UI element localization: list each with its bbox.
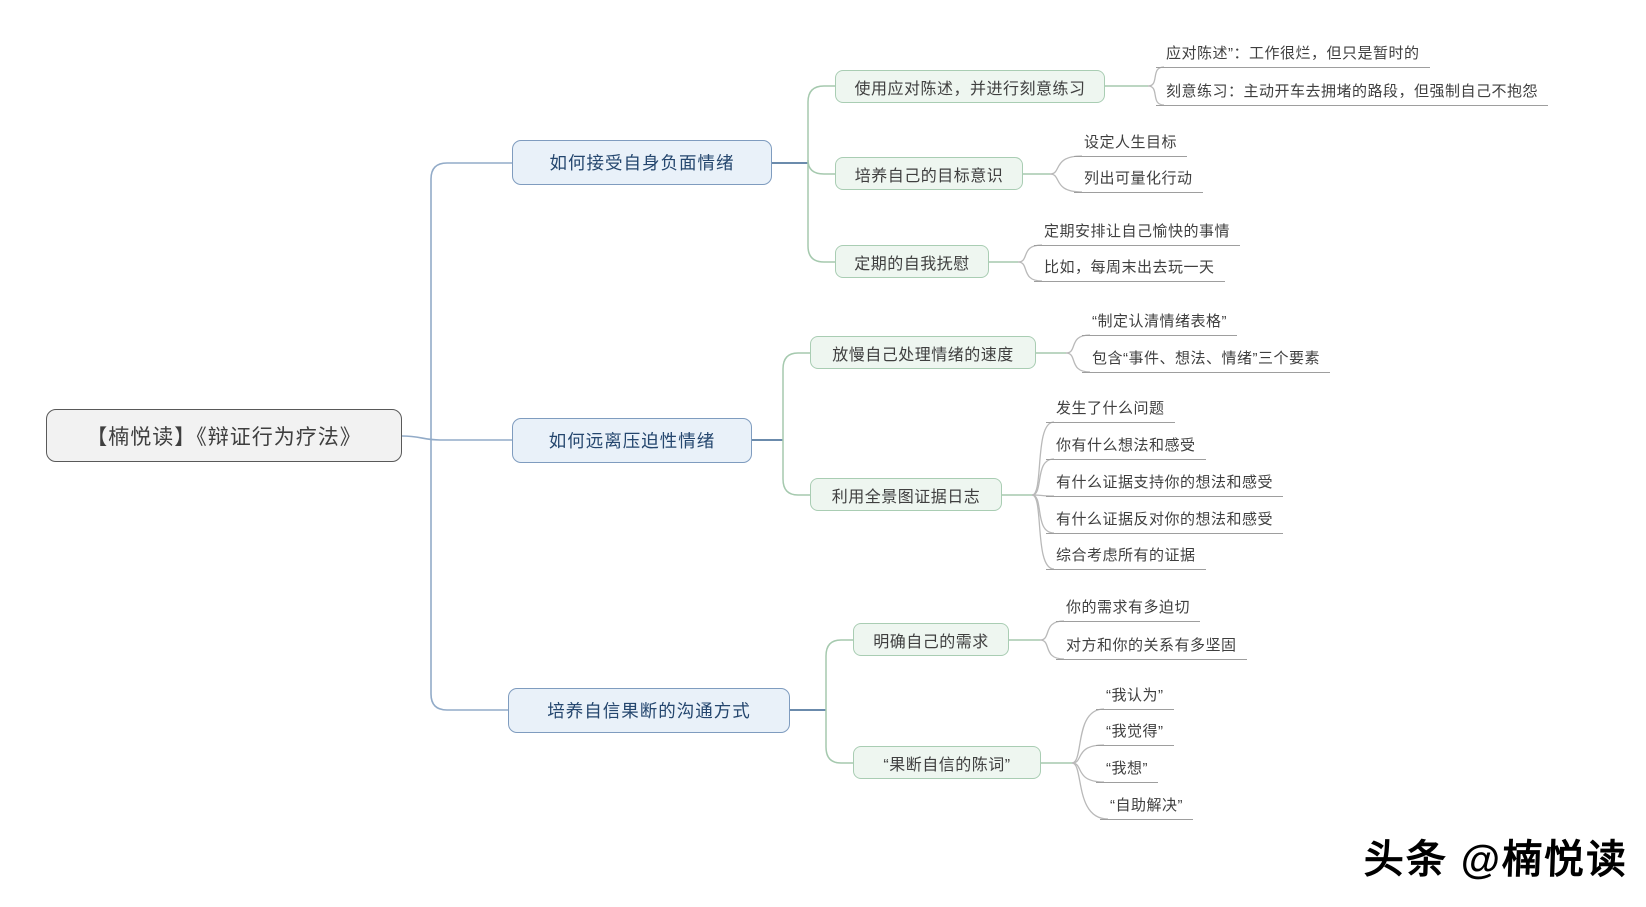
branch1-topic-trunk — [807, 85, 835, 263]
leaf-node-1-2-2[interactable]: 列出可量化行动 — [1074, 168, 1203, 193]
leaf-link — [1071, 762, 1109, 820]
leaf-link — [1071, 708, 1105, 764]
branch3-topic-trunk — [825, 639, 853, 764]
leaf-node-2-2-5[interactable]: 综合考虑所有的证据 — [1046, 545, 1206, 570]
leaf-node-1-1-1[interactable]: 应对陈述”：工作很烂，但只是暂时的 — [1156, 43, 1430, 68]
topic-links — [782, 85, 1148, 764]
branch-node-1[interactable]: 如何接受自身负面情绪 — [512, 140, 772, 185]
leaf-link — [1031, 421, 1055, 496]
leaf-link — [1017, 261, 1043, 282]
branch2-topic-trunk — [782, 352, 810, 496]
topic-node-3-1[interactable]: 明确自己的需求 — [853, 623, 1009, 656]
leaf-node-3-2-2[interactable]: “我觉得” — [1096, 721, 1174, 746]
leaf-node-2-2-2[interactable]: 你有什么想法和感受 — [1046, 435, 1206, 460]
topic-node-1-2[interactable]: 培养自己的目标意识 — [835, 157, 1023, 190]
branch-node-2[interactable]: 如何远离压迫性情绪 — [512, 418, 752, 463]
leaf-node-3-1-1[interactable]: 你的需求有多迫切 — [1056, 597, 1201, 622]
leaf-node-2-2-1[interactable]: 发生了什么问题 — [1046, 398, 1175, 423]
branch-node-3[interactable]: 培养自信果断的沟通方式 — [508, 688, 790, 733]
leaf-node-2-1-1[interactable]: “制定认清情绪表格” — [1082, 311, 1237, 336]
topic-node-3-2[interactable]: “果断自信的陈词” — [853, 746, 1041, 779]
leaf-node-1-1-2[interactable]: 刻意练习：主动开车去拥堵的路段，但强制自己不抱怨 — [1156, 81, 1549, 106]
leaf-node-2-2-3[interactable]: 有什么证据支持你的想法和感受 — [1046, 472, 1284, 497]
leaf-link — [1031, 458, 1055, 496]
leaf-link — [1031, 494, 1055, 570]
leaf-node-3-2-1[interactable]: “我认为” — [1096, 685, 1174, 710]
leaf-node-2-1-2[interactable]: 包含“事件、想法、情绪”三个要素 — [1082, 348, 1330, 373]
root-trunk-line — [430, 162, 512, 711]
leaf-node-3-2-4[interactable]: “自助解决” — [1100, 795, 1193, 820]
topic-node-1-3[interactable]: 定期的自我抚慰 — [835, 245, 989, 278]
leaf-link — [1049, 173, 1083, 193]
leaf-link — [1039, 639, 1065, 660]
leaf-node-1-2-1[interactable]: 设定人生目标 — [1074, 132, 1188, 157]
leaf-node-2-2-4[interactable]: 有什么证据反对你的想法和感受 — [1046, 509, 1284, 534]
root-to-branch2-line — [401, 435, 512, 441]
leaf-link — [1147, 85, 1165, 106]
leaf-node-3-2-3[interactable]: “我想” — [1096, 758, 1158, 783]
topic-node-2-1[interactable]: 放慢自己处理情绪的速度 — [810, 336, 1036, 369]
topic-node-2-2[interactable]: 利用全景图证据日志 — [810, 478, 1002, 511]
topic-node-1-1[interactable]: 使用应对陈述，并进行刻意练习 — [835, 70, 1105, 103]
leaf-node-1-3-1[interactable]: 定期安排让自己愉快的事情 — [1034, 221, 1241, 246]
root-branch-links — [401, 162, 512, 711]
leaf-link — [1065, 352, 1091, 373]
root-node[interactable]: 【楠悦读】《辩证行为疗法》 — [46, 409, 402, 462]
leaf-node-3-1-2[interactable]: 对方和你的关系有多坚固 — [1056, 635, 1247, 660]
branch-stub-links — [752, 162, 826, 711]
toutiao-watermark: 头条 @楠悦读 — [1362, 838, 1629, 882]
leaf-node-1-3-2[interactable]: 比如，每周末出去玩一天 — [1034, 257, 1225, 282]
branch1-topic2-curve — [807, 159, 835, 175]
